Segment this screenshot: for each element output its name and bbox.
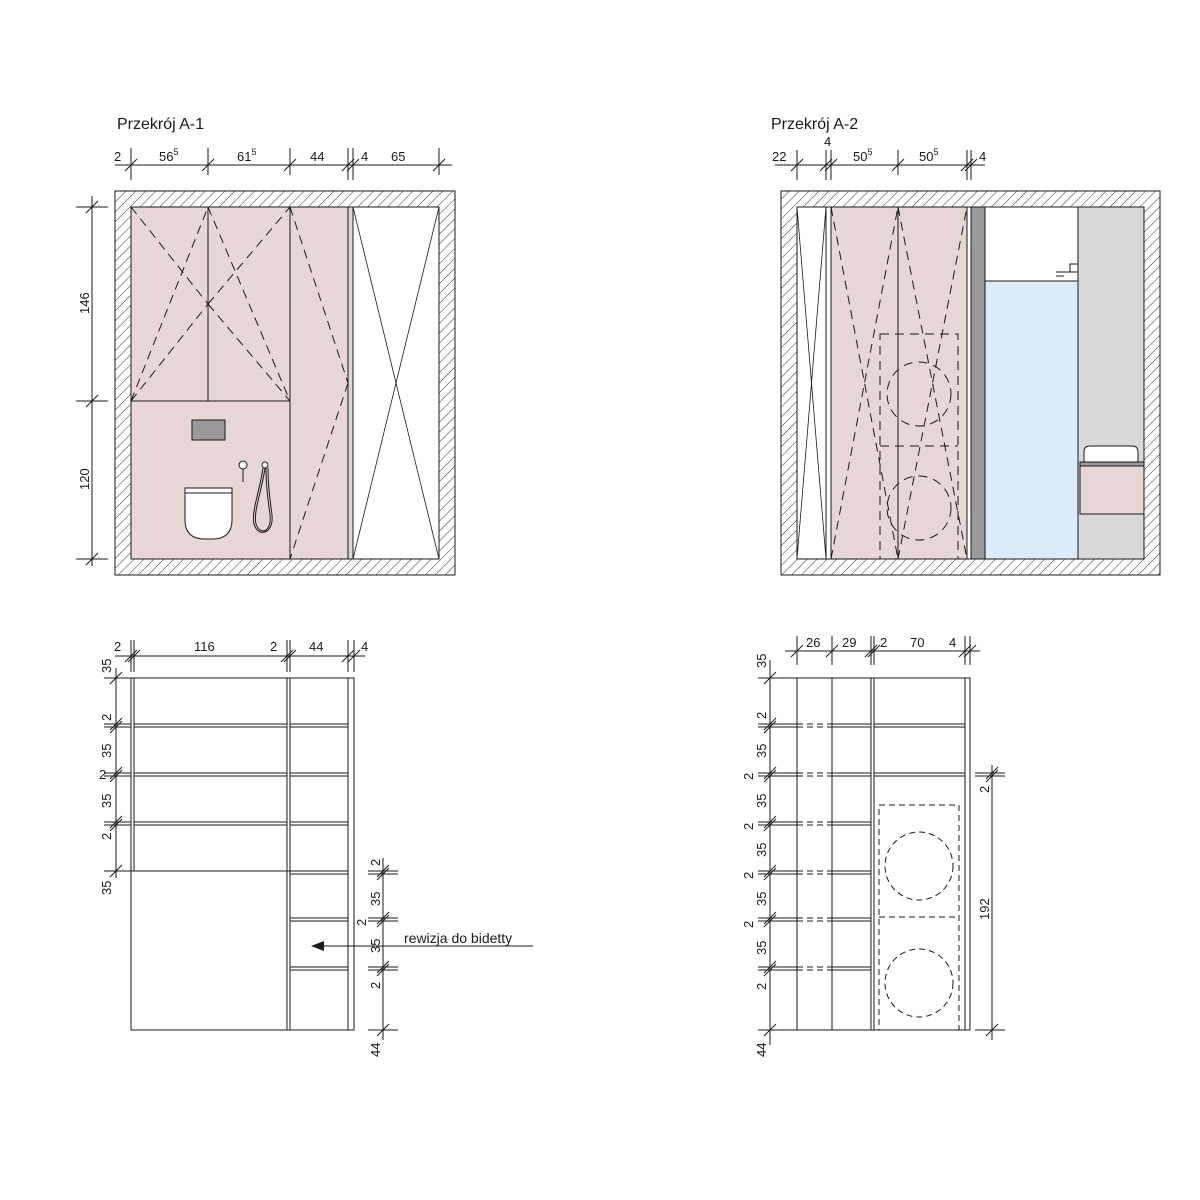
dim-p2-left-9: 2 [741, 921, 756, 928]
dim-a1-top-4: 4 [361, 149, 368, 164]
svg-text:565: 565 [159, 147, 178, 164]
dim-p1-right-2: 2 [354, 919, 369, 926]
dim-a1-left-1: 120 [77, 468, 92, 490]
dim-p1-left-5: 2 [99, 833, 114, 840]
dim-p1-right-1: 35 [368, 892, 383, 906]
dim-p1-left-6: 35 [99, 881, 114, 895]
laundry-cabinet [830, 206, 968, 560]
dim-p2-top-4: 4 [949, 635, 956, 650]
plan-1-right-dims: 2 35 2 35 2 44 [354, 858, 398, 1057]
dim-p1-left-4: 35 [99, 794, 114, 808]
dim-p2-top-2: 2 [880, 635, 887, 650]
dim-p1-top-0: 2 [114, 639, 121, 654]
dim-p2-left-3: 2 [741, 773, 756, 780]
section-a1-title: Przekrój A-1 [117, 116, 204, 133]
dim-p2-left-0: 35 [754, 654, 769, 668]
plan-2: 26 29 2 70 4 [741, 635, 1005, 1057]
dim-p2-left-1: 2 [754, 712, 769, 719]
dim-p1-top-3: 44 [309, 639, 323, 654]
plan-2-right-dims: 2 192 [975, 765, 1005, 1040]
dim-a2-top-0: 22 [772, 149, 786, 164]
wall-hung-toilet [184, 487, 233, 540]
dim-p2-left-11: 2 [754, 983, 769, 990]
svg-text:615: 615 [237, 147, 256, 164]
tall-cabinet [289, 206, 349, 560]
section-a1-top-dims: 2 565 615 44 4 65 [114, 147, 452, 180]
dim-a2-top-2: 50 [853, 149, 867, 164]
dim-p2-left-2: 35 [754, 744, 769, 758]
plan-1-top-dims: 2 116 2 44 4 [114, 639, 368, 672]
dim-a1-top-5: 65 [391, 149, 405, 164]
dim-p2-top-0: 26 [806, 635, 820, 650]
section-a2-title: Przekrój A-2 [771, 116, 858, 133]
dim-p1-right-3: 35 [368, 939, 383, 953]
dim-p1-left-3: 2 [99, 767, 106, 782]
dim-p1-left-1: 2 [99, 714, 114, 721]
dim-a2-top-3: 50 [919, 149, 933, 164]
shower-head [1056, 263, 1078, 277]
shower-glass [984, 280, 1079, 560]
dim-p2-right-0: 2 [977, 786, 992, 793]
dim-p2-left-4: 35 [754, 794, 769, 808]
dim-a2-top-4: 4 [979, 149, 986, 164]
dim-a1-top-0: 2 [114, 149, 121, 164]
dim-a1-top-3: 44 [310, 149, 324, 164]
section-a1: Przekrój A-1 [76, 116, 456, 576]
section-a1-left-dims: 146 120 [76, 196, 108, 566]
dim-p1-right-0: 2 [368, 859, 383, 866]
dim-p2-left-6: 35 [754, 843, 769, 857]
dim-p2-left-8: 35 [754, 892, 769, 906]
plan-1: rewizja do bidetty 2 116 2 44 4 [99, 639, 533, 1057]
plan-1-left-dims: 35 2 35 2 35 2 35 [99, 659, 131, 895]
dim-p1-top-4: 4 [361, 639, 368, 654]
plan-2-left-dims: 35 2 35 2 35 2 35 2 35 2 35 2 44 [741, 654, 797, 1057]
dim-p1-top-2: 2 [270, 639, 277, 654]
svg-text:505: 505 [919, 147, 938, 164]
section-a2: Przekrój A-2 [771, 116, 1161, 576]
annotation-arrowhead [311, 941, 324, 951]
flush-plate [191, 419, 226, 441]
plan-2-top-dims: 26 29 2 70 4 [785, 635, 980, 665]
basin [1083, 445, 1139, 463]
dim-p1-right-4: 2 [368, 982, 383, 989]
dim-a2-top-1: 4 [824, 134, 831, 149]
dim-p2-top-1: 29 [842, 635, 856, 650]
washer-dryer-stack [879, 333, 959, 560]
dim-p2-top-3: 70 [910, 635, 924, 650]
dim-a1-top-1: 56 [159, 149, 173, 164]
dim-p2-right-1: 192 [977, 898, 992, 920]
dim-p1-top-1: 116 [194, 639, 215, 654]
annotation-text: rewizja do bidetty [404, 930, 512, 946]
dim-p2-left-5: 2 [741, 823, 756, 830]
bidet-tap [238, 460, 248, 470]
upper-cabinet [130, 206, 291, 402]
vanity-unit [1079, 465, 1145, 515]
plan-washer-dryer [878, 804, 960, 1031]
dim-p1-left-2: 35 [99, 744, 114, 758]
hand-shower-hose [254, 467, 271, 532]
dim-p1-right-5: 44 [368, 1043, 383, 1057]
dim-a1-left-0: 146 [77, 292, 92, 314]
washer-drum [886, 475, 952, 541]
dim-a1-top-2: 61 [237, 149, 251, 164]
dim-p2-left-12: 44 [754, 1043, 769, 1057]
dryer-drum [886, 361, 952, 427]
svg-text:505: 505 [853, 147, 872, 164]
dim-p1-left-0: 35 [99, 659, 114, 673]
section-a2-top-dims: 22 4 505 505 4 [772, 134, 986, 180]
partition-panel [347, 206, 354, 560]
dim-p2-left-7: 2 [741, 872, 756, 879]
dim-p2-left-10: 35 [754, 941, 769, 955]
